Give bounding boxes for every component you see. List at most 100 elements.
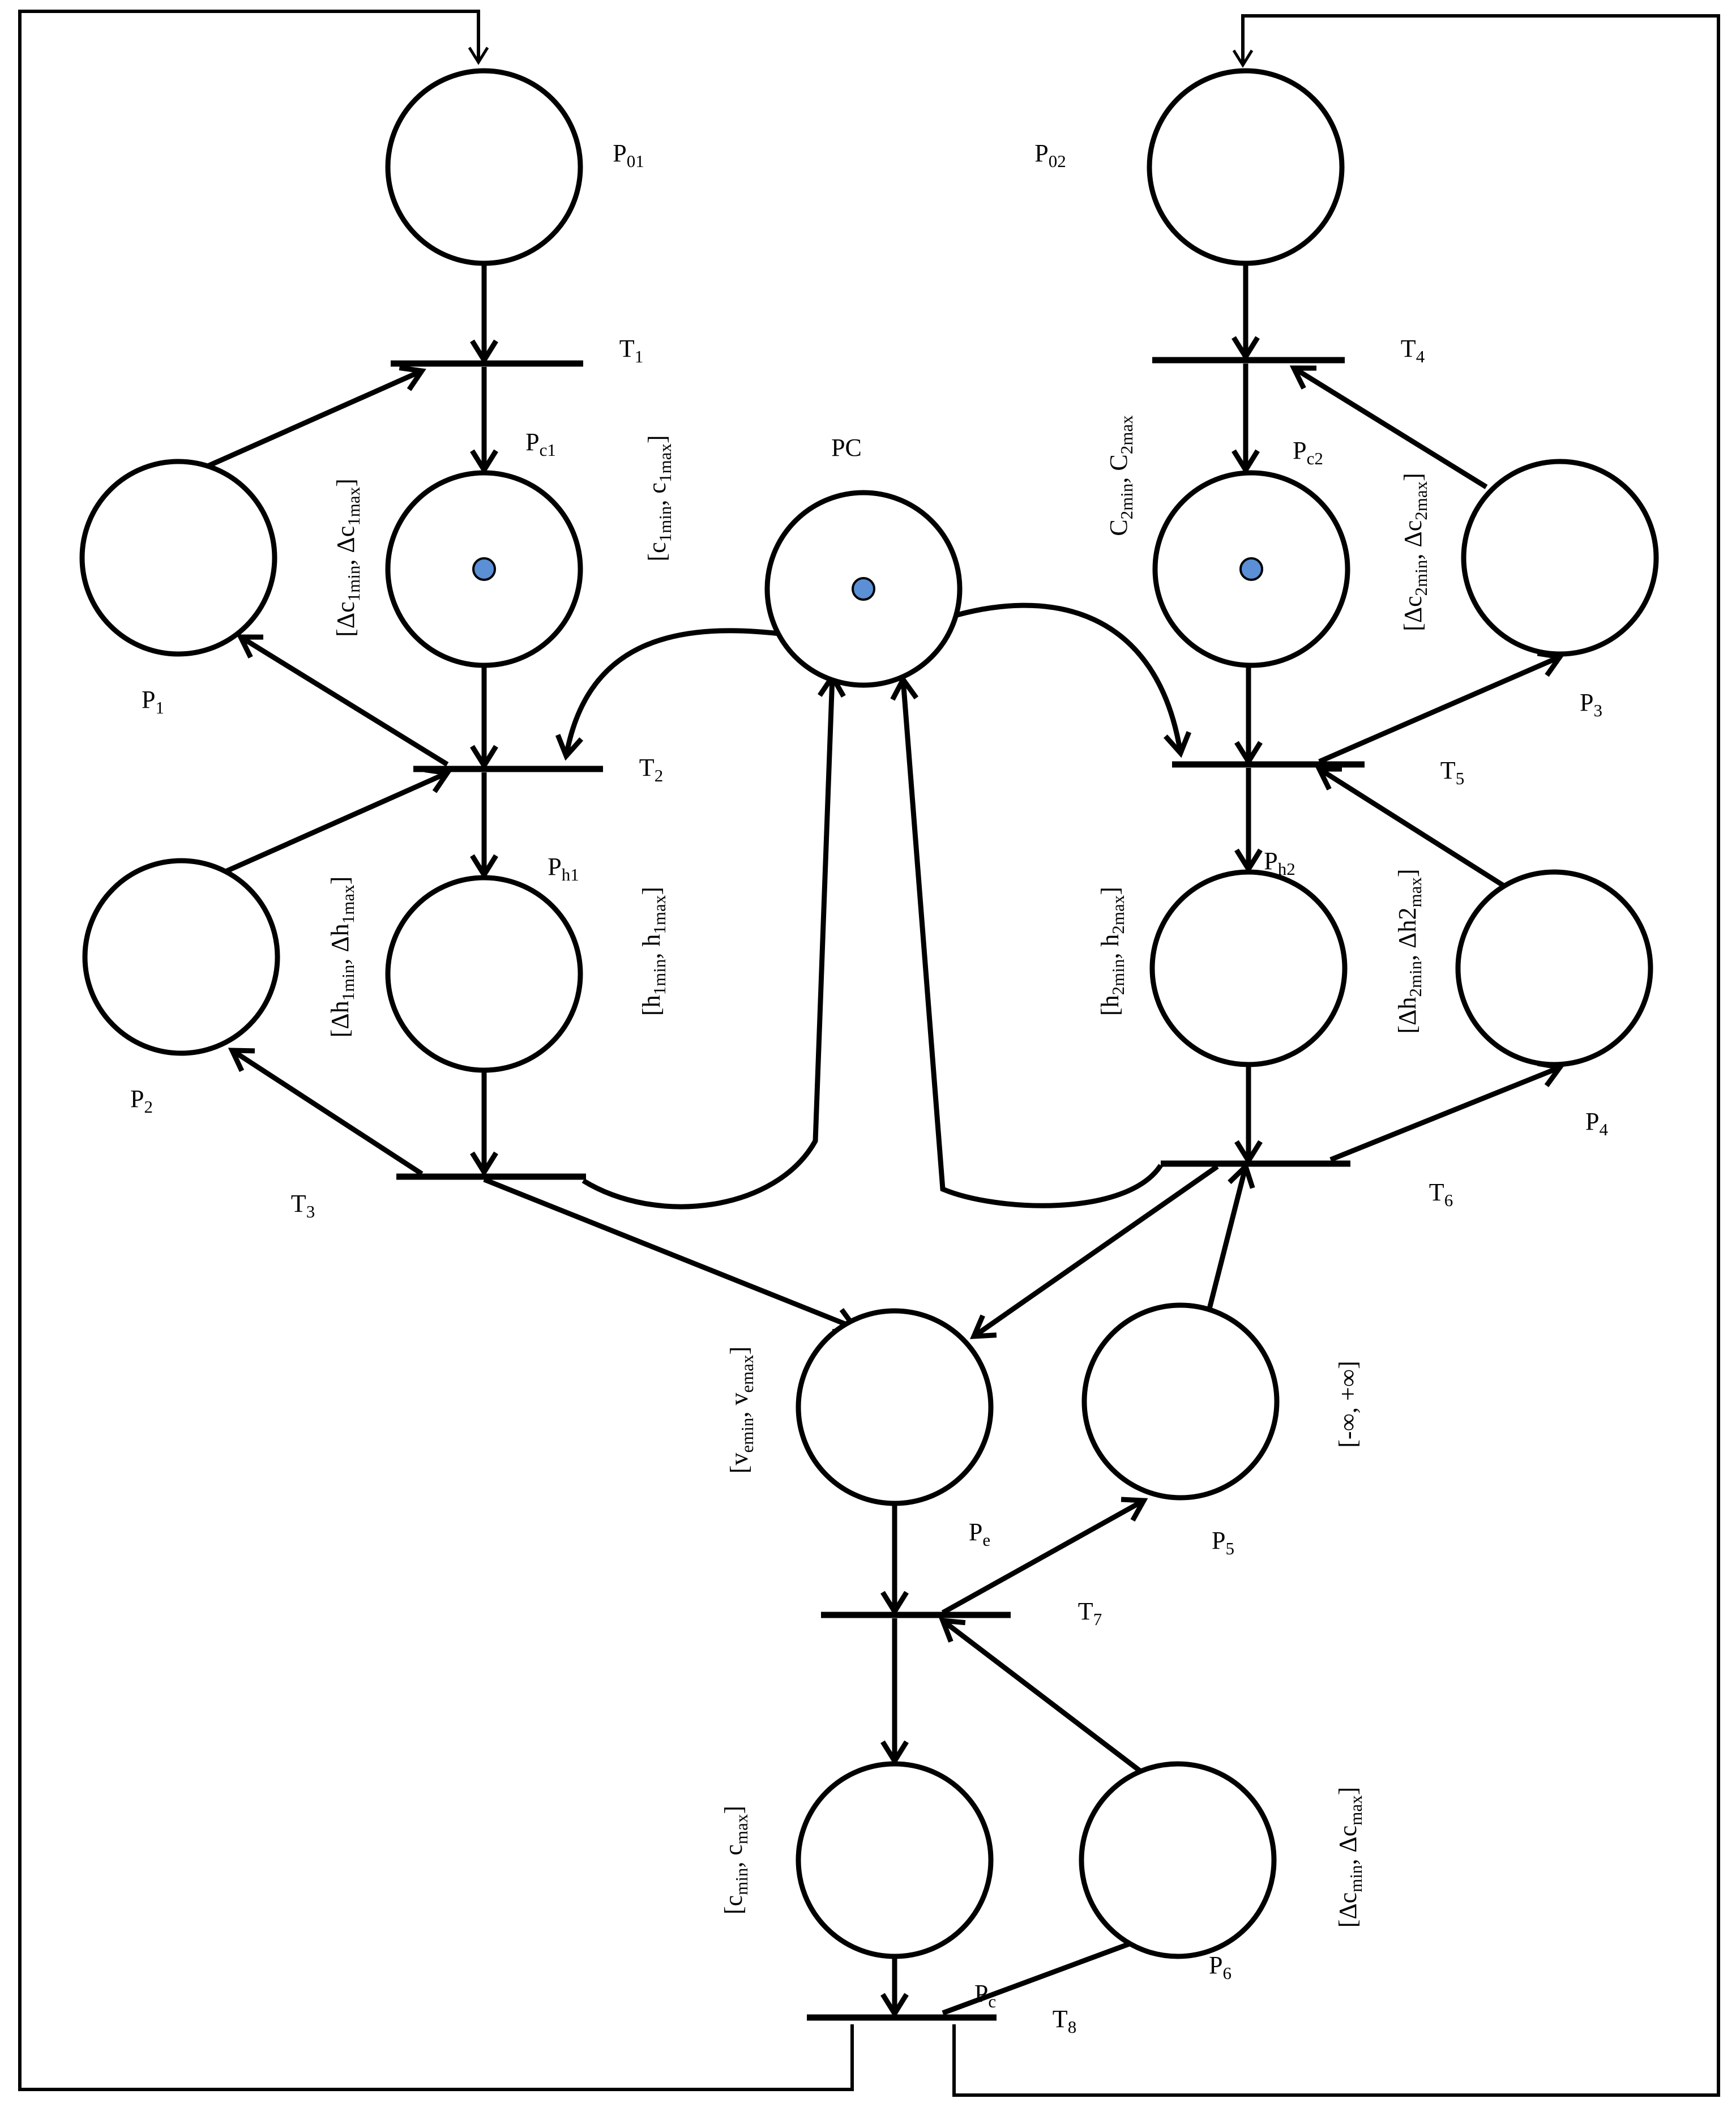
arrowhead: [1234, 848, 1263, 874]
place-label-ph1: Ph1​: [548, 853, 579, 884]
place-p02: [1147, 68, 1345, 266]
place-p2: [82, 858, 280, 1056]
arrowhead: [1121, 1497, 1148, 1522]
arc-21: [1329, 1065, 1561, 1163]
interval-label-c: [cmin​, cmax​]: [720, 1806, 751, 1914]
place-p5: [1081, 1302, 1280, 1501]
feedback-loops: [18, 10, 1720, 2097]
arc-18: [1292, 366, 1488, 489]
place-label-p1: P1​: [142, 686, 164, 717]
arrowhead: [228, 1048, 255, 1072]
arc-14: [191, 368, 423, 476]
arrowhead: [1232, 449, 1260, 475]
arc-25: [941, 1498, 1145, 1615]
place-label-p2: P2​: [130, 1085, 153, 1117]
interval-label-h2: [h2min​, h2max​]: [1096, 887, 1128, 1016]
place-ph1: [385, 875, 583, 1073]
place-label-pc2: Pc2​: [1293, 437, 1323, 468]
place-label-p02: P02​: [1034, 139, 1066, 171]
place-p6: [1079, 1761, 1277, 1959]
interval-label-dc1: [Δc1min​, Δc1max​]: [332, 478, 364, 637]
place-label-pc1: Pc1​: [525, 428, 556, 460]
place-pe: [796, 1308, 994, 1506]
transition-label-t5: T5​: [1440, 757, 1464, 788]
arc-28: [563, 628, 785, 757]
arrowhead: [880, 1740, 909, 1766]
token-dot: [852, 577, 875, 601]
feedback-loop-2: [952, 14, 1720, 2097]
interval-label-ve: [vemin​, vemax​]: [725, 1347, 757, 1473]
transition-label-t2: T2​: [639, 754, 663, 785]
places: [79, 68, 1659, 1959]
token-dot: [472, 557, 496, 581]
arrowhead: [880, 1993, 909, 2019]
arrowhead: [1163, 731, 1192, 758]
arc-19: [1318, 654, 1561, 764]
arc-29: [939, 602, 1183, 754]
place-label-p5: P5​: [1212, 1527, 1234, 1558]
place-label-pe: Pe​: [969, 1518, 990, 1550]
arrowhead: [970, 1314, 997, 1339]
arrowhead: [236, 634, 264, 659]
arc-31: [900, 679, 1163, 1208]
interval-label-h1: [h1min​, h1max​]: [638, 887, 669, 1016]
arcs: [191, 263, 1564, 2019]
transition-label-t8: T8​: [1053, 2005, 1076, 2037]
arc-23: [972, 1164, 1219, 1339]
arc-17: [230, 1048, 424, 1176]
transition-label-t3: T3​: [291, 1190, 315, 1221]
arrowhead: [470, 854, 498, 880]
arrowhead: [555, 734, 584, 761]
arrowhead: [1315, 766, 1342, 790]
arrowhead: [939, 1617, 966, 1643]
arrowhead: [880, 1591, 909, 1617]
place-label-pc: Pc​: [974, 1980, 996, 2011]
interval-label-inf: [-∞, +∞]: [1334, 1361, 1362, 1448]
arrowhead: [470, 449, 498, 475]
feedback-loop-1: [18, 10, 854, 2091]
place-label-p01: P01​: [613, 139, 644, 171]
arc-15: [239, 635, 449, 767]
interval-label-c1: [c1min​, c1max​]: [643, 435, 675, 562]
place-p1: [79, 459, 277, 657]
arc-26: [941, 1618, 1151, 1780]
arc-22: [483, 1177, 856, 1331]
place-ph2: [1149, 869, 1348, 1067]
transition-label-t6: T6​: [1429, 1178, 1453, 1210]
interval-label-C2: C2min​, C2max​: [1105, 415, 1136, 536]
place-label-p6: P6​: [1209, 1951, 1232, 1983]
interval-labels: [Δc1min​, Δc1max​] [c1min​, c1max​] C2min​…: [326, 415, 1431, 1928]
place-label-p4: P4​: [1585, 1108, 1608, 1139]
arrowhead: [468, 46, 489, 65]
labels: P01​ P02​ P1​ Pc1​ PC Pc2​ P3​ P2​ Ph1​ Ph2​ P4​ Pe…: [130, 139, 1608, 2037]
place-p4: [1455, 869, 1653, 1067]
arrowhead: [470, 339, 498, 365]
arrowhead: [399, 365, 426, 391]
arc-24: [1206, 1165, 1248, 1312]
interval-label-dh1: [Δh1min​, Δh1max​]: [326, 877, 358, 1038]
arrowhead: [1232, 336, 1260, 362]
interval-label-dh2: [Δh2min​, Δh2max​]: [1393, 869, 1425, 1033]
arrowhead: [470, 745, 498, 771]
transition-label-t4: T4​: [1401, 335, 1425, 366]
arrowhead: [470, 1151, 498, 1177]
place-label-pc: PC: [831, 434, 862, 461]
arrowhead: [1232, 49, 1254, 68]
arc-16: [217, 770, 448, 878]
place-label-p3: P3​: [1580, 689, 1602, 720]
transitions: [391, 357, 1365, 2021]
arrowhead: [890, 674, 919, 701]
arc-20: [1318, 767, 1511, 891]
arc-30: [581, 676, 835, 1210]
interval-label-dc2: [Δc2min​, Δc2max​]: [1399, 473, 1431, 631]
interval-label-dc: [Δcmin​, Δcmax​]: [1334, 1787, 1366, 1928]
place-pc: [796, 1761, 994, 1959]
transition-label-t1: T1​: [619, 335, 643, 366]
token-dot: [1239, 557, 1263, 581]
arrowhead: [1289, 365, 1317, 390]
place-p3: [1461, 459, 1659, 657]
transition-label-t7: T7​: [1078, 1597, 1102, 1629]
place-label-ph2: Ph2​: [1264, 847, 1295, 879]
place-p01: [385, 68, 583, 266]
